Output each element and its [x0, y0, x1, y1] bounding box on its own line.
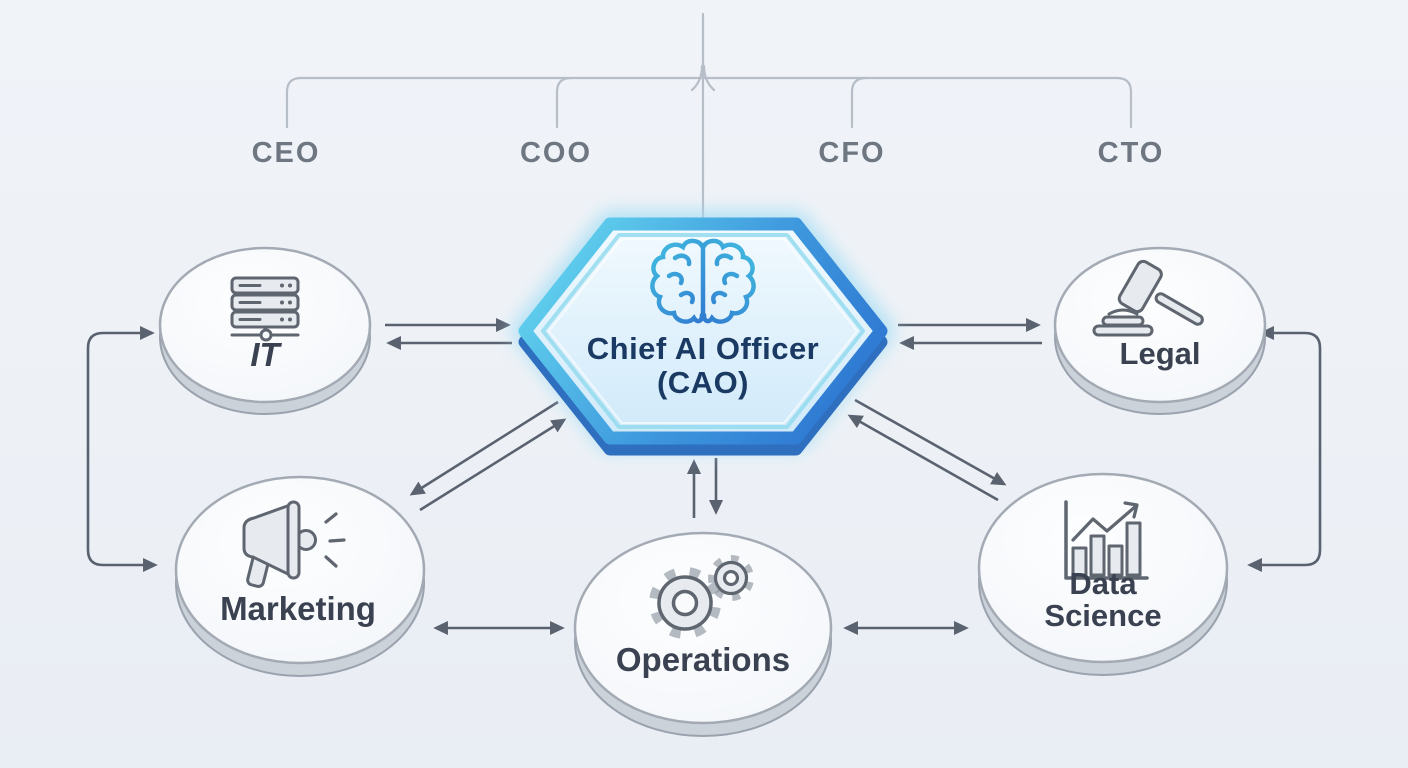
- server-icon: [230, 276, 300, 342]
- node-label-operations: Operations: [616, 641, 790, 678]
- arrow-datascience-to-cao: [847, 414, 999, 502]
- arrow-cao-to-datascience: [854, 398, 1007, 486]
- hexagon-border: [518, 217, 888, 445]
- node-data-science: Data Science: [977, 472, 1229, 676]
- bar-chart-icon: [1064, 500, 1149, 580]
- arrow-cao-to-marketing: [409, 400, 559, 496]
- gears-icon: [649, 555, 754, 639]
- exec-label-cto: CTO: [1098, 137, 1165, 169]
- node-label-data: Data: [1069, 566, 1137, 601]
- megaphone-icon: [242, 500, 346, 588]
- loop-legal-datascience: [1247, 325, 1322, 573]
- node-label-science: Science: [1044, 598, 1161, 633]
- executive-bracket: CEO COO CFO CTO: [252, 12, 1165, 226]
- loop-it-marketing: [86, 325, 158, 573]
- center-title-line1: Chief AI Officer: [587, 331, 820, 366]
- center-title-line2: (CAO): [657, 365, 749, 400]
- node-legal: Legal: [1053, 246, 1267, 415]
- exec-label-ceo: CEO: [252, 137, 321, 169]
- arrow-marketing-to-cao: [419, 418, 567, 512]
- node-label-marketing: Marketing: [220, 590, 376, 627]
- bracket-stub-cfo: [850, 76, 868, 129]
- node-circle: [1053, 246, 1267, 404]
- exec-label-coo: COO: [520, 137, 592, 169]
- node-label-legal: Legal: [1120, 336, 1201, 371]
- hexagon-highlight: [548, 238, 858, 424]
- node-operations: Operations: [573, 531, 833, 737]
- node-label-it: IT: [250, 336, 282, 373]
- bracket-line: [285, 76, 1133, 129]
- brain-icon: [652, 241, 753, 322]
- gavel-icon: [1092, 259, 1204, 337]
- exec-label-cfo: CFO: [818, 137, 885, 169]
- node-it: IT: [158, 246, 372, 415]
- bracket-stub-coo: [555, 76, 573, 129]
- center-hexagon-node: Chief AI Officer (CAO): [512, 211, 894, 456]
- node-marketing: Marketing: [174, 475, 426, 677]
- hexagon-inner-ring: [541, 233, 865, 429]
- bracket-flare: [690, 64, 716, 92]
- arrow-layer: [385, 317, 1042, 636]
